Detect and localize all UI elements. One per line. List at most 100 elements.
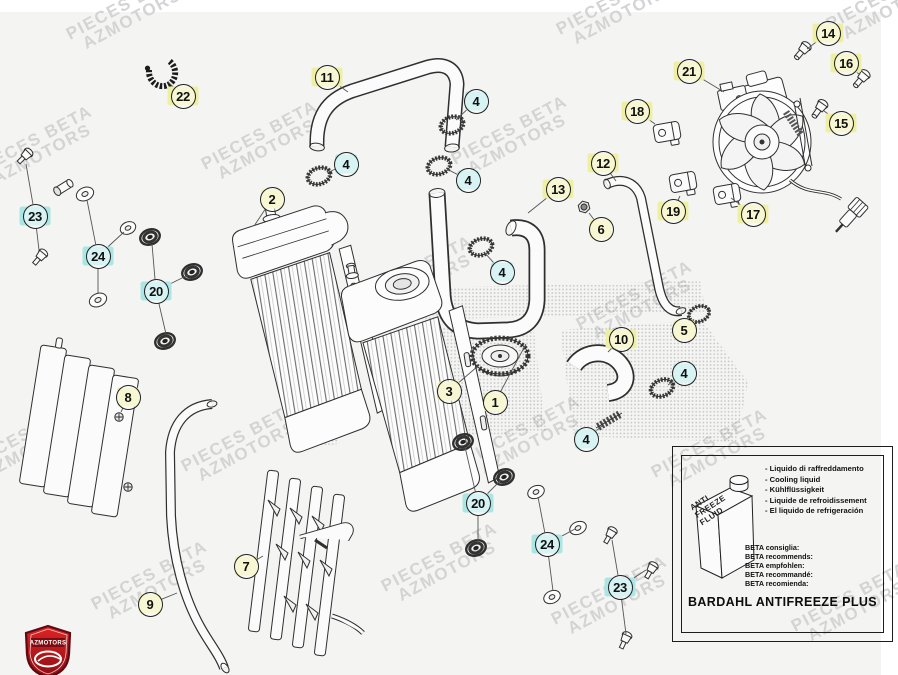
spring-fitting xyxy=(595,410,623,431)
leader-line xyxy=(326,168,336,174)
callout-circle xyxy=(170,83,196,109)
callout-number: 4 xyxy=(464,172,472,188)
upper-radiator-hose xyxy=(309,58,465,153)
hose-clamp xyxy=(305,165,333,187)
callout-circle xyxy=(545,176,571,202)
wire-clip xyxy=(144,58,179,90)
leader-line xyxy=(160,592,178,600)
page-margin-top xyxy=(0,0,898,12)
coolant-line: - Liquide de refroidissement xyxy=(765,495,867,505)
radiator-cap xyxy=(469,335,531,377)
callout-22: 22 xyxy=(167,83,199,109)
callout-circle xyxy=(143,278,169,304)
callout-14: 14 xyxy=(812,20,844,46)
callout-4: 4 xyxy=(573,426,599,452)
callout-number: 16 xyxy=(839,55,853,71)
callout-4: 4 xyxy=(455,167,481,193)
info-box-inner-frame xyxy=(681,455,884,633)
leader-line xyxy=(457,365,479,384)
callout-number: 13 xyxy=(551,181,565,197)
rubber-grommet xyxy=(154,331,176,351)
callout-4: 4 xyxy=(463,88,489,114)
leader-line xyxy=(455,108,468,121)
right-radiator xyxy=(340,260,501,512)
callout-circle xyxy=(534,531,560,557)
leader-line xyxy=(106,231,125,249)
callout-24: 24 xyxy=(531,531,563,557)
callout-number: 9 xyxy=(146,596,154,612)
callout-number: 21 xyxy=(682,63,696,79)
callout-circle xyxy=(85,243,111,269)
leader-line xyxy=(609,172,617,182)
coolant-description-list: - Liquido di raffreddamento- Cooling liq… xyxy=(765,464,887,517)
recommend-line: BETA empfohlen: xyxy=(745,561,805,570)
leader-line xyxy=(483,251,495,264)
callout-3: 3 xyxy=(436,378,462,404)
callout-4: 4 xyxy=(489,259,515,285)
leader-line xyxy=(86,199,97,245)
callout-circle xyxy=(455,167,481,193)
callout-6: 6 xyxy=(588,216,614,242)
callout-number: 4 xyxy=(680,365,688,381)
callout-circle xyxy=(333,151,359,177)
rubber-grommet xyxy=(139,227,161,247)
coolant-line: - Cooling liquid xyxy=(765,474,821,484)
hose-clamp xyxy=(425,155,453,177)
callout-number: 14 xyxy=(821,25,835,41)
callout-number: 11 xyxy=(320,69,334,85)
callout-number: 5 xyxy=(680,322,688,338)
callout-number: 18 xyxy=(630,103,644,119)
callout-number: 4 xyxy=(498,264,506,280)
callout-circle xyxy=(607,574,633,600)
callout-11: 11 xyxy=(311,64,343,90)
callout-circle xyxy=(489,259,515,285)
brand-logo: AZMOTORS xyxy=(24,624,72,675)
overflow-hose xyxy=(164,399,230,674)
callout-12: 12 xyxy=(587,150,619,176)
callout-circle xyxy=(740,201,766,227)
bolt xyxy=(603,526,618,545)
leader-line xyxy=(35,227,40,251)
callout-number: 24 xyxy=(91,248,105,264)
callout-circle xyxy=(671,360,697,386)
leader-line xyxy=(527,196,549,214)
bolt xyxy=(644,561,659,580)
bolt xyxy=(16,147,34,165)
callout-circle xyxy=(259,186,285,212)
callout-20: 20 xyxy=(462,490,494,516)
callout-circle xyxy=(660,198,686,224)
leader-line xyxy=(446,168,458,175)
callout-circle xyxy=(828,110,854,136)
hose-clamp xyxy=(648,377,676,399)
fan-connector xyxy=(835,197,869,233)
callout-5: 5 xyxy=(671,317,697,343)
callout-19: 19 xyxy=(657,198,689,224)
callout-4: 4 xyxy=(333,151,359,177)
callout-10: 10 xyxy=(605,326,637,352)
recommend-line: BETA recommandé: xyxy=(745,570,813,579)
bleed-bolt xyxy=(345,262,359,280)
page-margin-right xyxy=(881,0,898,675)
callout-circle xyxy=(463,88,489,114)
callout-17: 17 xyxy=(737,201,769,227)
callout-number: 17 xyxy=(746,206,760,222)
logo-brand-text: AZMOTORS xyxy=(30,641,67,647)
callout-15: 15 xyxy=(825,110,857,136)
callout-21: 21 xyxy=(673,58,705,84)
leader-line xyxy=(253,208,266,227)
callout-circle xyxy=(608,326,634,352)
washer xyxy=(88,292,108,308)
leader-line xyxy=(611,539,619,576)
rubber-grommet xyxy=(493,467,515,487)
washer xyxy=(75,186,95,202)
callout-number: 4 xyxy=(342,156,350,172)
antifreeze-info-box: ANTI FREEZE FLUID - Liquido di raffredda… xyxy=(672,446,893,642)
callout-circle xyxy=(676,58,702,84)
callout-2: 2 xyxy=(259,186,285,212)
callout-circle xyxy=(573,426,599,452)
rubber-mount-clip xyxy=(668,171,698,196)
callout-number: 8 xyxy=(124,389,132,405)
callout-number: 3 xyxy=(445,383,453,399)
callout-circle xyxy=(115,384,141,410)
callout-18: 18 xyxy=(621,98,653,124)
